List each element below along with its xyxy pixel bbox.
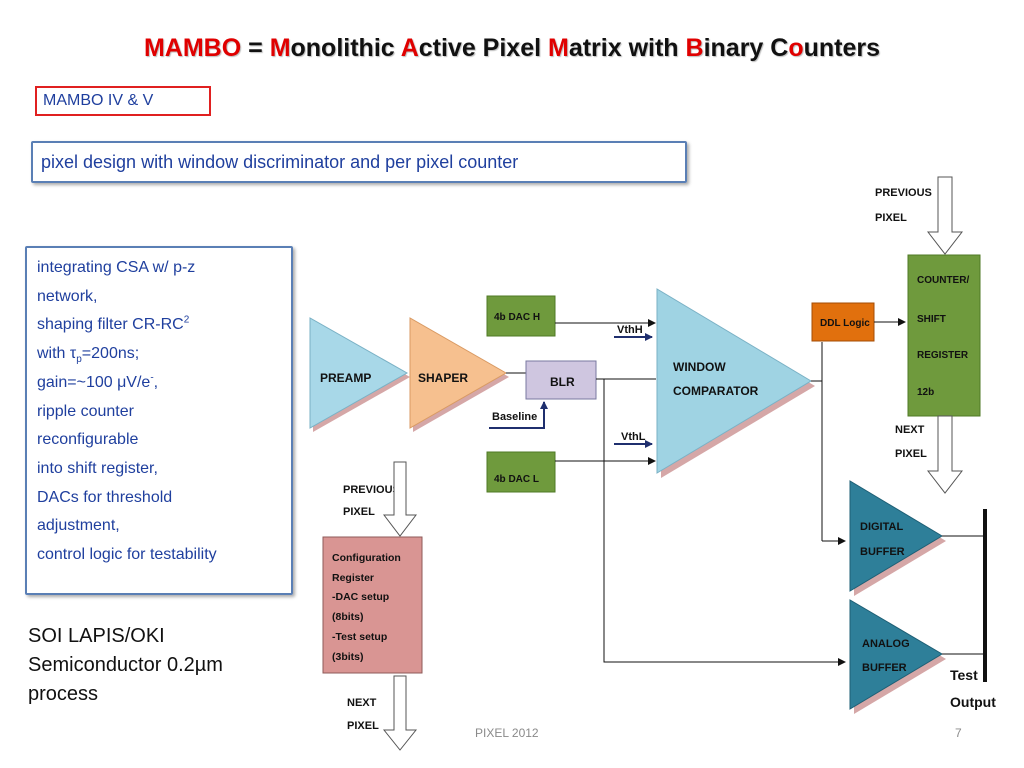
shaper-label: SHAPER <box>418 371 468 385</box>
prev-top-label-line2: PIXEL <box>875 212 907 224</box>
window-label-line2: COMPARATOR <box>673 384 759 398</box>
counter-label-line1: COUNTER/ <box>917 275 969 286</box>
analog-tap-wire <box>603 379 846 666</box>
footer-conference: PIXEL 2012 <box>475 726 539 740</box>
prev-mid-label-line1: PREVIOUS <box>343 484 400 496</box>
feature-line: with τp=200ns; <box>37 345 140 366</box>
slide-title: MAMBO = Monolithic Active Pixel Matrix w… <box>143 34 881 62</box>
next-bottom-arrow-icon <box>382 675 418 751</box>
test-output-label-line2: Output <box>950 694 996 710</box>
feature-line: gain=~100 μV/e-, <box>37 372 159 391</box>
dac-l-block: 4b DAC L <box>486 451 556 493</box>
feature-line: ripple counter <box>37 402 134 420</box>
counter-label-line4: 12b <box>917 387 934 398</box>
digital-label-line2: BUFFER <box>860 546 905 558</box>
analog-buffer-block: ANALOG BUFFER <box>849 599 946 714</box>
analog-label-line2: BUFFER <box>862 662 907 674</box>
shaper-block: SHAPER <box>409 317 509 432</box>
feature-line: into shift register, <box>37 459 158 477</box>
config-label-line1: Configuration <box>332 552 401 564</box>
digital-label-line1: DIGITAL <box>860 521 903 533</box>
next-right-arrow-icon <box>926 415 964 494</box>
design-summary-box: pixel design with window discriminator a… <box>31 141 687 183</box>
prev-top-arrow-icon <box>926 176 964 255</box>
ddl-logic-block: DDL Logic <box>811 302 875 342</box>
next-right-label-line1: NEXT <box>895 424 925 436</box>
next-bottom-label-line2: PIXEL <box>347 720 379 732</box>
feature-line: control logic for testability <box>37 546 217 564</box>
feature-line: reconfigurable <box>37 431 139 449</box>
baseline-label: Baseline <box>492 411 537 423</box>
blr-label: BLR <box>550 375 575 389</box>
counter-label-line2: SHIFT <box>917 314 946 325</box>
version-label-box: MAMBO IV & V <box>35 86 211 116</box>
next-right-label-line2: PIXEL <box>895 448 927 460</box>
feature-line: integrating CSA w/ p-z <box>37 259 196 276</box>
test-output-label-line1: Test <box>950 667 978 683</box>
config-label-line3: -DAC setup <box>332 591 389 603</box>
vthl-label: VthL <box>621 431 646 443</box>
dac-h-label: 4b DAC H <box>494 312 540 323</box>
dac-h-block: 4b DAC H <box>486 295 556 337</box>
config-register-block: Configuration Register -DAC setup (8bits… <box>322 536 423 674</box>
window-label-line1: WINDOW <box>673 360 726 374</box>
feature-line: DACs for threshold <box>37 488 173 506</box>
ddl-label: DDL Logic <box>820 318 870 329</box>
config-label-line4: (8bits) <box>332 611 364 623</box>
window-comparator-block: WINDOW COMPARATOR <box>656 288 815 478</box>
prev-mid-label-line2: PIXEL <box>343 506 375 518</box>
digital-buffer-block: DIGITAL BUFFER <box>849 480 946 596</box>
config-label-line5: -Test setup <box>332 631 387 643</box>
feature-line: shaping filter CR-RC2 <box>37 315 190 334</box>
counter-label-line3: REGISTER <box>917 350 969 361</box>
prev-top-label-line1: PREVIOUS <box>875 187 932 199</box>
config-label-line6: (3bits) <box>332 651 364 663</box>
config-label-line2: Register <box>332 572 374 584</box>
dac-l-label: 4b DAC L <box>494 474 539 485</box>
page-number: 7 <box>955 726 962 740</box>
next-bottom-label-line1: NEXT <box>347 697 377 709</box>
counter-register-block: COUNTER/ SHIFT REGISTER 12b <box>907 254 981 417</box>
preamp-block: PREAMP <box>309 317 410 432</box>
process-note: SOI LAPIS/OKI Semiconductor 0.2µm proces… <box>28 625 223 705</box>
feature-line: network, <box>37 287 98 305</box>
preamp-label: PREAMP <box>320 371 371 385</box>
analog-label-line1: ANALOG <box>862 638 910 650</box>
feature-line: adjustment, <box>37 517 120 535</box>
features-box: integrating CSA w/ p-z network, shaping … <box>25 246 293 595</box>
blr-block: BLR <box>525 360 597 400</box>
baseline-arrow <box>489 401 548 429</box>
vthh-label: VthH <box>617 324 643 336</box>
prev-mid-arrow-icon <box>382 461 418 537</box>
